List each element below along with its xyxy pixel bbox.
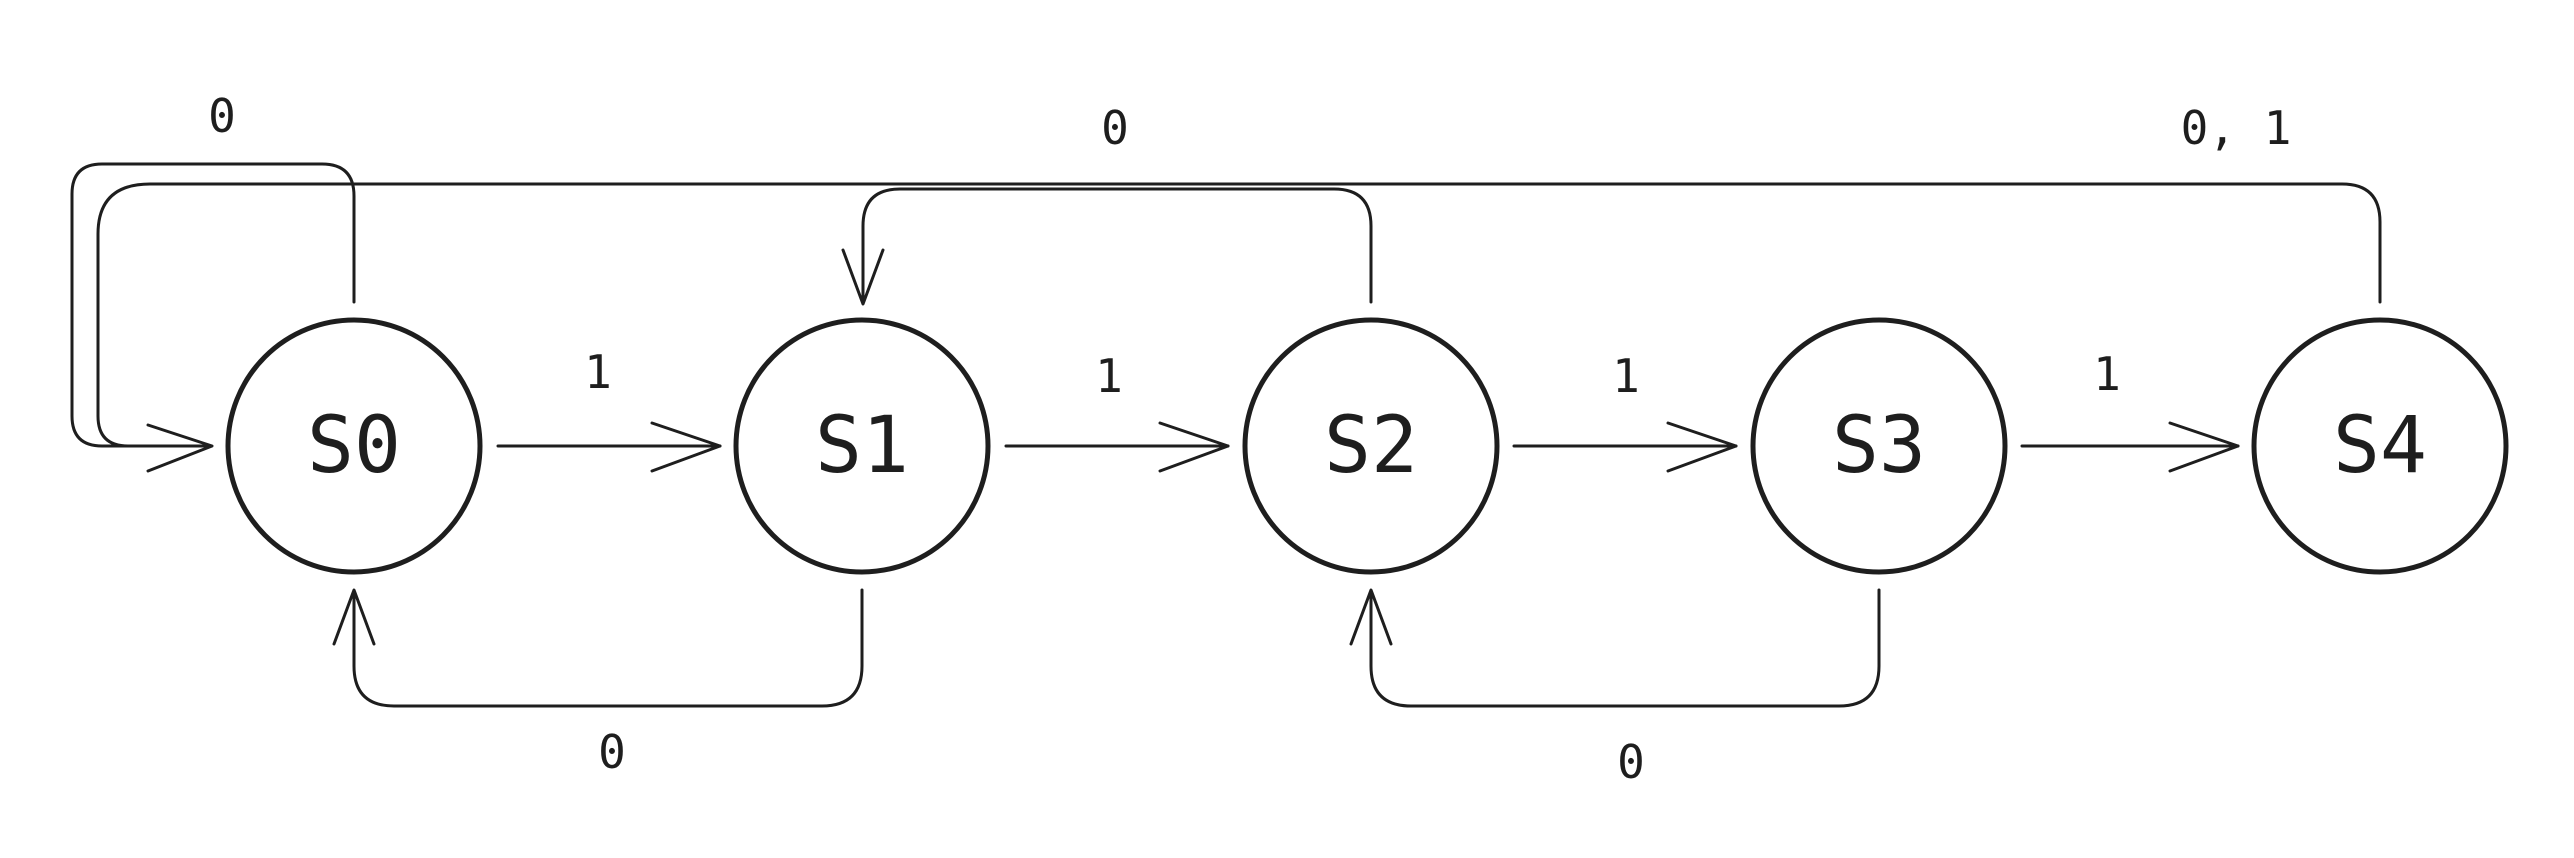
arrowhead [2168,421,2240,473]
edge-label-s2-s1: 0 [1101,101,1129,155]
arrowhead [332,588,376,646]
arrowhead [1349,588,1393,646]
state-label: S3 [1832,401,1926,491]
transition-s0-s0 [70,162,356,473]
edge-label-s3-s4: 1 [2093,347,2121,401]
edge-label-s0-s1: 1 [584,345,612,399]
state-s2: S2 [1242,317,1500,575]
state-s1: S1 [733,317,991,575]
transition-s3-s2 [1349,588,1881,708]
state-s0: S0 [225,317,483,575]
transition-s4-s0 [96,182,2382,448]
arrowhead [650,421,722,473]
edge-label-s4-s0: 0, 1 [2181,101,2292,155]
state-label: S2 [1324,401,1418,491]
edge-label-s1-s2: 1 [1095,349,1123,403]
transition-s1-s2 [1004,421,1230,473]
transition-s3-s4 [2020,421,2240,473]
transition-s2-s1 [841,187,1373,306]
state-label: S1 [815,401,909,491]
arrowhead [146,423,214,473]
transition-s2-s3 [1512,421,1738,473]
state-s3: S3 [1750,317,2008,575]
edge-label-s0-s0: 0 [208,89,236,143]
transition-s0-s1 [496,421,722,473]
state-label: S4 [2333,401,2427,491]
edge-label-s2-s3: 1 [1612,349,1640,403]
state-s4: S4 [2251,317,2509,575]
transition-s1-s0 [332,588,864,708]
state-label: S0 [307,401,401,491]
arrowhead [1666,421,1738,473]
arrowhead [1158,421,1230,473]
arrowhead [841,248,885,306]
edge-label-s1-s0: 0 [598,725,626,779]
edge-label-s3-s2: 0 [1617,735,1645,789]
